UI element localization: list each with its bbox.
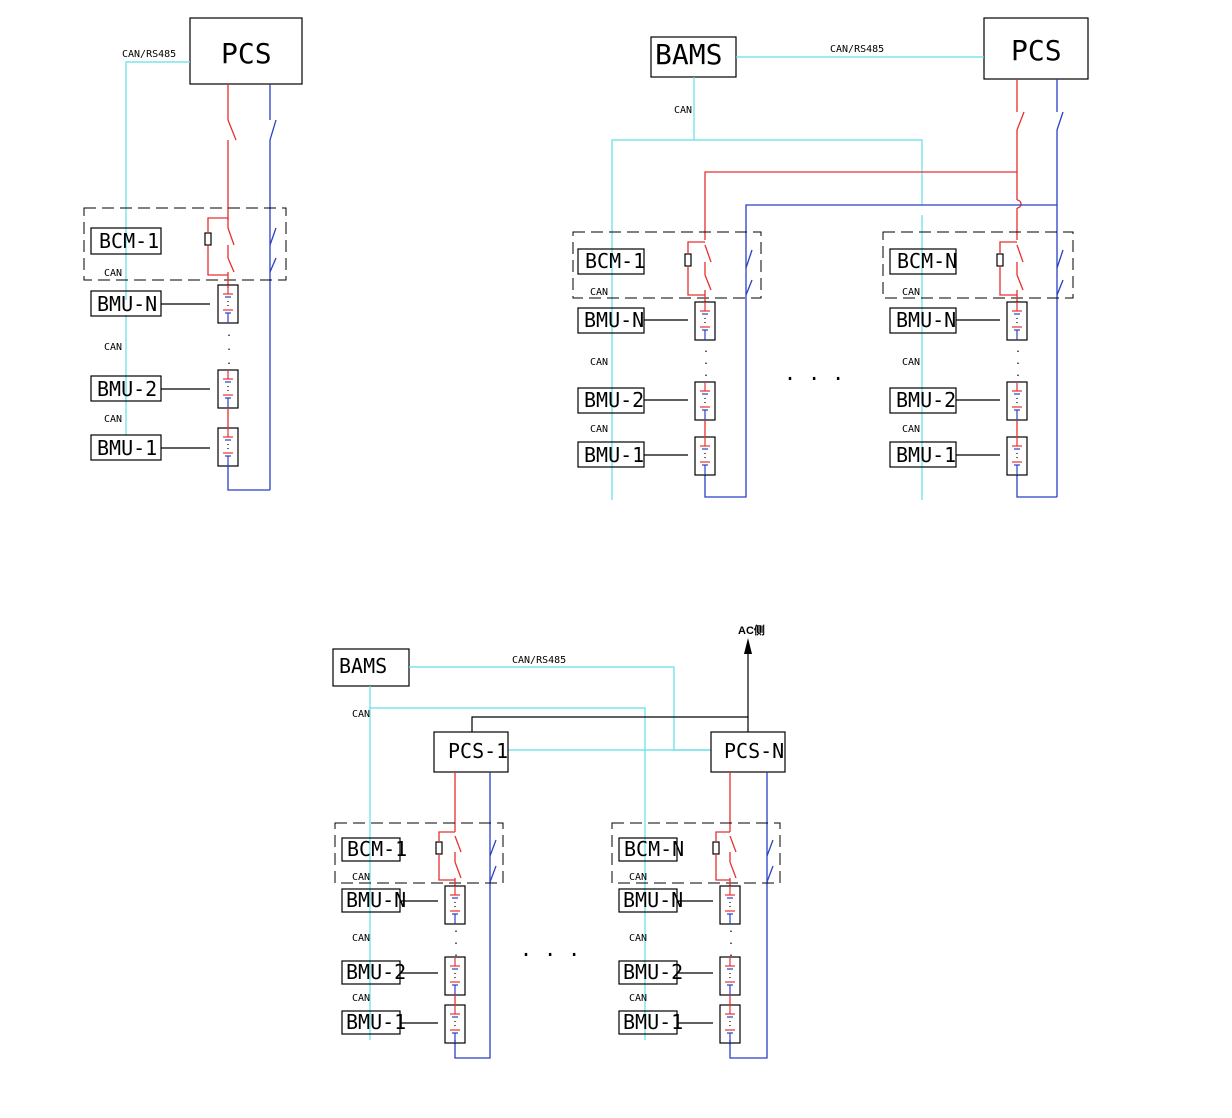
can-label: CAN [352,872,370,883]
svg-text:.: . [728,924,734,935]
bmu-2-label: BMU-2 [584,388,644,412]
pcs-n-label: PCS-N [724,739,784,763]
bmu-1-label: BMU-1 [97,436,157,460]
can-label: CAN [352,709,370,720]
bmu-1-label: BMU-1 [896,443,956,467]
svg-text:.: . [1015,356,1021,367]
pcs-label: PCS [1011,34,1062,67]
can-label: CAN [104,414,122,425]
svg-text:.: . [703,356,709,367]
pcs-1-box [433,731,509,773]
can-label: CAN [674,105,692,116]
svg-text:.: . [728,948,734,959]
pcs-label: PCS [221,37,272,70]
bcm-label: BCM-1 [347,837,407,861]
svg-text:.: . [1015,368,1021,379]
bmu-n-label: BMU-N [623,888,683,912]
svg-text:.: . [703,368,709,379]
svg-text:.: . [453,924,459,935]
ellipsis: . . . [784,361,844,385]
bcm-box [341,837,401,862]
bcm-label: BCM-1 [585,249,645,273]
bmu-n-label: BMU-N [584,308,644,332]
bcm-box [577,248,645,275]
svg-text:.: . [226,328,232,339]
ellipsis: . . . [520,937,580,961]
bmu-1-label: BMU-1 [584,443,644,467]
pcs-box [189,17,303,85]
bams-label: BAMS [655,38,722,71]
bmu-2-label: BMU-2 [623,960,683,984]
can-label: CAN [590,424,608,435]
pcs-1-label: PCS-1 [448,739,508,763]
svg-text:.: . [453,948,459,959]
pcs-n-box [710,731,786,773]
ac-arrow-icon [744,638,752,654]
bmu-n-label: BMU-N [896,308,956,332]
can-label: CAN [629,993,647,1004]
can-label: CAN [902,287,920,298]
diagram-single-pcs: PCS CAN/RS485 BCM-1 CAN BMU-N CAN . . . [83,17,303,491]
can-label: CAN [352,933,370,944]
bams-label: BAMS [339,654,387,678]
can-label: CAN [104,268,122,279]
can-label: CAN [352,993,370,1004]
can-label: CAN [104,342,122,353]
can-label: CAN [590,357,608,368]
bcm-box [889,248,957,275]
bmu-2-label: BMU-2 [97,377,157,401]
bmu-n-label: BMU-N [346,888,406,912]
diagram-bams-single-pcs: BAMS PCS CAN/RS485 CAN BCM-1 CAN [572,17,1089,500]
bcm-dashed-box [83,207,287,281]
ac-side-label: AC侧 [738,623,765,637]
bcm-box [618,837,678,862]
pcs-box [983,17,1089,80]
can-label: CAN [590,287,608,298]
can-line [125,61,190,300]
bmu-2-label: BMU-2 [896,388,956,412]
bmu-1-label: BMU-1 [623,1010,683,1034]
can-label: CAN [902,357,920,368]
can-label: CAN [902,424,920,435]
bcm-label: BCM-1 [99,229,159,253]
svg-text:.: . [226,356,232,367]
svg-text:.: . [226,342,232,353]
bcm-n-label: BCM-N [624,837,684,861]
can-rs485-label: CAN/RS485 [512,655,566,666]
svg-text:.: . [453,936,459,947]
bmu-2-label: BMU-2 [346,960,406,984]
can-label: CAN [629,933,647,944]
bcm-n-label: BCM-N [897,249,957,273]
can-rs485-label: CAN/RS485 [830,44,884,55]
bcm-box [90,227,162,255]
svg-text:.: . [728,936,734,947]
can-rs485-label: CAN/RS485 [122,49,176,60]
bmu-1-label: BMU-1 [346,1010,406,1034]
diagram-bams-multi-pcs: BAMS CAN/RS485 CAN AC侧 PCS-1 PCS-N BCM-1… [332,623,786,1059]
can-label: CAN [629,872,647,883]
svg-text:.: . [1015,344,1021,355]
svg-text:.: . [703,344,709,355]
bmu-n-label: BMU-N [97,292,157,316]
